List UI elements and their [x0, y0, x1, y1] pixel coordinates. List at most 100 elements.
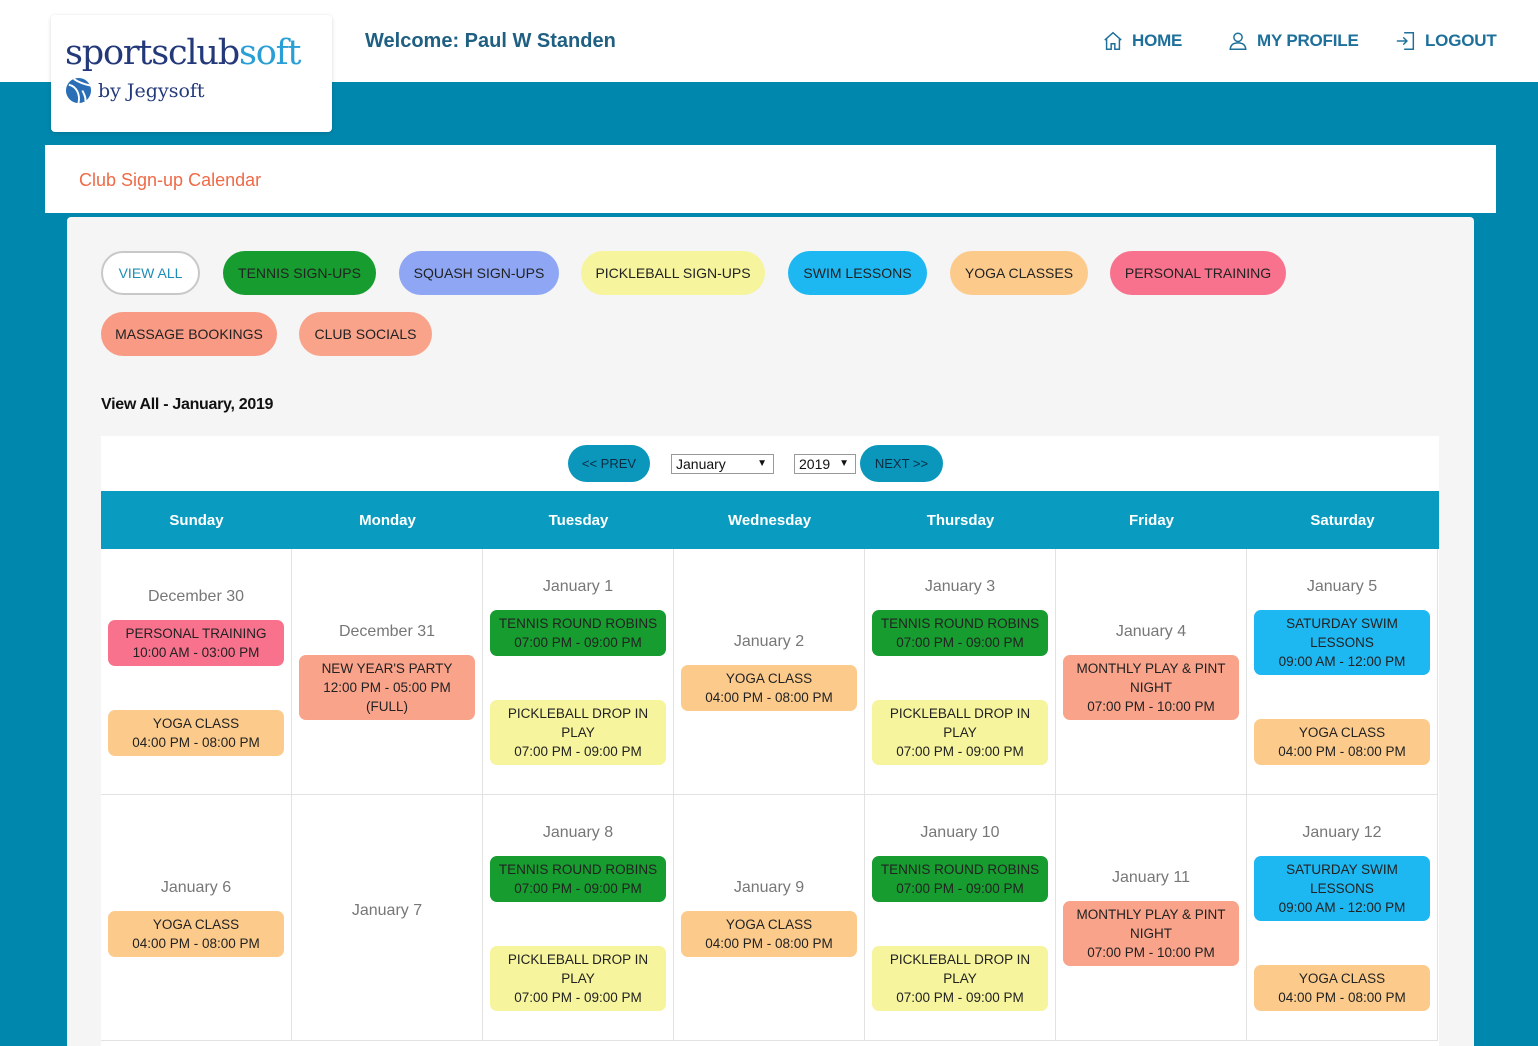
- event-line: YOGA CLASS: [152, 916, 240, 932]
- event-line: PICKLEBALL DROP IN PLAY: [889, 706, 1031, 740]
- event-line: TENNIS ROUND ROBINS: [498, 616, 658, 631]
- calendar-day-cell[interactable]: December 30 PERSONAL TRAINING 10:00 AM - 0…: [101, 549, 292, 795]
- dropdown-arrow-icon: ▼: [757, 458, 767, 469]
- welcome-text: Welcome: Paul W Standen: [365, 30, 616, 52]
- logo-subtitle: by Jegysoft: [65, 77, 205, 104]
- calendar-nav: << PREV January ▼ 2019 ▼ NEXT >>: [101, 436, 1439, 491]
- nav-home-link[interactable]: HOME: [1102, 30, 1182, 52]
- home-icon: [1104, 31, 1122, 50]
- month-select[interactable]: January ▼: [671, 454, 774, 474]
- view-label: View All - January, 2019: [101, 396, 274, 413]
- event-line: TENNIS ROUND ROBINS: [498, 862, 658, 877]
- event-line: 09:00 AM - 12:00 PM: [1278, 654, 1406, 669]
- day-header-thursday: Thursday: [926, 511, 995, 529]
- event-line: 07:00 PM - 09:00 PM: [896, 881, 1024, 896]
- user-icon: [1229, 32, 1247, 50]
- event-line: 07:00 PM - 09:00 PM: [514, 744, 642, 759]
- event-line: 07:00 PM - 09:00 PM: [514, 635, 642, 650]
- day-date: December 31: [338, 623, 436, 640]
- filter-yoga[interactable]: YOGA CLASSES: [950, 251, 1088, 295]
- calendar-day-cell[interactable]: January 8 TENNIS ROUND ROBINS 07:00 PM - 0…: [483, 795, 674, 1041]
- event-line: 04:00 PM - 08:00 PM: [705, 689, 833, 705]
- dropdown-arrow-icon: ▼: [839, 458, 849, 469]
- nav-profile-link[interactable]: MY PROFILE: [1227, 30, 1359, 52]
- page-title: Club Sign-up Calendar: [79, 170, 262, 190]
- day-date: December 30: [147, 587, 245, 605]
- logo-part-2: soft: [238, 33, 301, 73]
- event-line: PICKLEBALL DROP IN PLAY: [507, 952, 649, 986]
- prev-button[interactable]: << PREV: [568, 445, 650, 482]
- event-line: 04:00 PM - 08:00 PM: [705, 935, 833, 951]
- nav-logout-link[interactable]: LOGOUT: [1395, 30, 1497, 52]
- event-line: PERSONAL TRAINING: [125, 625, 267, 641]
- day-date: January 10: [920, 824, 1000, 841]
- filter-tennis[interactable]: TENNIS SIGN-UPS: [223, 251, 376, 295]
- nav-logout-label: LOGOUT: [1425, 31, 1497, 50]
- day-date: January 2: [733, 632, 805, 650]
- event-line: 07:00 PM - 09:00 PM: [514, 881, 642, 896]
- day-date: January 8: [542, 824, 614, 841]
- filter-swim[interactable]: SWIM LESSONS: [788, 251, 927, 295]
- event-pickleball[interactable]: PICKLEBALL DROP IN PLAY 07:00 PM - 09:00 …: [490, 700, 666, 765]
- event-tennis[interactable]: TENNIS ROUND ROBINS 07:00 PM - 09:00 PM: [490, 610, 666, 656]
- event-line: 04:00 PM - 08:00 PM: [132, 734, 260, 750]
- event-line: MONTHLY PLAY & PINT NIGHT: [1076, 661, 1226, 695]
- day-date: January 11: [1112, 869, 1190, 886]
- next-button[interactable]: NEXT >>: [860, 445, 943, 482]
- event-line: PICKLEBALL DROP IN PLAY: [507, 706, 649, 740]
- event-line: (FULL): [365, 699, 408, 714]
- event-line: 07:00 PM - 10:00 PM: [1087, 945, 1215, 960]
- filter-squash[interactable]: SQUASH SIGN-UPS: [399, 251, 559, 295]
- event-personal-training[interactable]: PERSONAL TRAINING 10:00 AM - 03:00 PM: [108, 619, 284, 666]
- year-select[interactable]: 2019 ▼: [794, 454, 856, 474]
- event-line: YOGA CLASS: [1298, 971, 1386, 986]
- calendar-day-cell[interactable]: January 7: [292, 795, 483, 1041]
- filter-socials[interactable]: CLUB SOCIALS: [299, 312, 432, 356]
- day-header-wednesday: Wednesday: [727, 511, 812, 529]
- filter-view-all[interactable]: VIEW ALL: [101, 251, 200, 295]
- logo-wordmark: sportsclubsoft: [65, 33, 301, 73]
- logo[interactable]: sportsclubsoft by Jegysoft: [51, 15, 332, 132]
- filter-pickleball[interactable]: PICKLEBALL SIGN-UPS: [581, 251, 765, 295]
- filter-massage[interactable]: MASSAGE BOOKINGS: [101, 312, 277, 356]
- logo-sub-text: by Jegysoft: [98, 79, 205, 102]
- day-date: January 4: [1115, 623, 1187, 640]
- calendar-panel: VIEW ALL TENNIS SIGN-UPS SQUASH SIGN-UPS…: [67, 217, 1474, 1046]
- event-line: 10:00 AM - 03:00 PM: [132, 644, 260, 660]
- event-line: PICKLEBALL DROP IN PLAY: [889, 952, 1031, 986]
- event-line: 04:00 PM - 08:00 PM: [1278, 744, 1406, 759]
- event-tennis[interactable]: TENNIS ROUND ROBINS 07:00 PM - 09:00 PM: [490, 856, 666, 902]
- nav-home-label: HOME: [1132, 31, 1183, 50]
- filter-personal-training[interactable]: PERSONAL TRAINING: [1110, 251, 1286, 295]
- day-header-sunday: Sunday: [169, 511, 224, 529]
- day-header-monday: Monday: [359, 511, 416, 529]
